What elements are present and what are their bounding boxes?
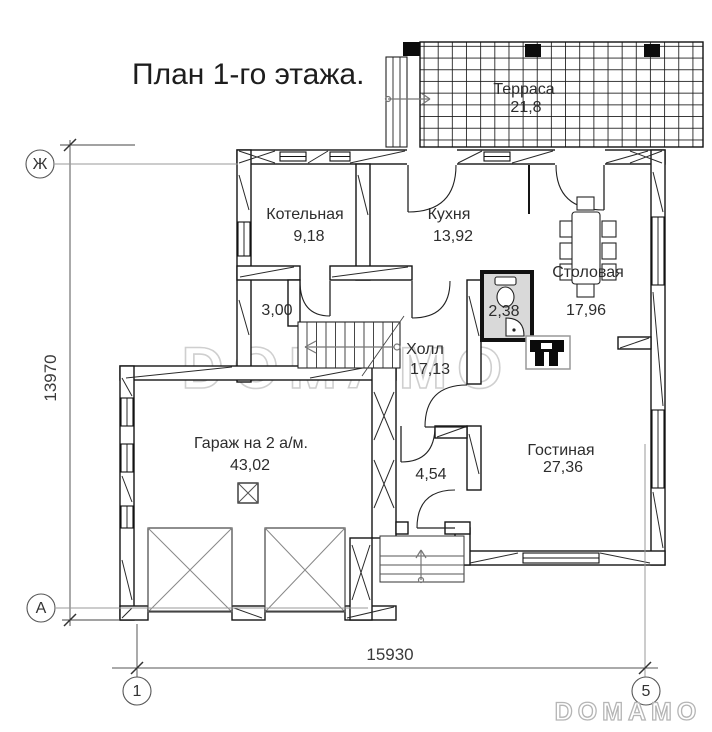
room-area-hall: 17,13	[410, 361, 450, 378]
door	[411, 280, 451, 319]
window	[329, 151, 351, 162]
dimension-width-label: 15930	[366, 645, 413, 664]
room-area-boiler: 9,18	[293, 228, 324, 245]
axis-label-5: 5	[642, 683, 651, 700]
window	[120, 505, 134, 529]
watermark-corner: DOMAMO	[555, 698, 702, 726]
window	[120, 443, 134, 473]
room-area-corridor: 4,54	[415, 466, 446, 483]
chair	[601, 263, 617, 281]
door	[416, 489, 456, 529]
wall-hatching	[121, 150, 664, 619]
stairs	[297, 315, 405, 377]
axis-markers: Ж А 1 5	[25, 149, 661, 706]
room-label-living: Гостиная	[527, 442, 594, 459]
toilet-icon	[494, 276, 517, 308]
room-label-dining: Столовая	[552, 264, 624, 281]
door	[299, 280, 331, 317]
room-labels: Терраса 21,8 Котельная 9,18 Кухня 13,92 …	[194, 81, 624, 483]
room-label-terrace: Терраса	[493, 81, 554, 98]
room-area-entry: 3,00	[261, 302, 292, 319]
dining-table	[559, 196, 617, 298]
column-icon	[525, 44, 541, 57]
room-area-terrace: 21,8	[510, 99, 541, 116]
room-label-boiler: Котельная	[266, 206, 343, 223]
window	[522, 552, 600, 564]
column-icon	[403, 42, 420, 56]
window	[279, 151, 307, 162]
room-area-dining: 17,96	[566, 302, 606, 319]
room-area-kitchen: 13,92	[433, 228, 473, 245]
table	[571, 211, 601, 285]
entrance-porch	[379, 535, 465, 584]
wc-room	[480, 270, 534, 342]
window	[651, 409, 665, 489]
chair	[601, 220, 617, 238]
stairs-direction-arrow	[304, 340, 401, 354]
garage-door-icon	[264, 527, 346, 613]
axis-label-a: А	[36, 600, 47, 617]
page-title: План 1-го этажа.	[132, 58, 364, 91]
door	[424, 384, 468, 428]
window	[483, 151, 511, 162]
garage-door-icon	[147, 527, 233, 613]
chair	[576, 283, 595, 298]
chair	[576, 196, 595, 211]
window	[120, 397, 134, 427]
porch-direction-arrow	[415, 549, 427, 584]
dimension-bottom: 15930	[112, 444, 658, 677]
terrace-steps	[384, 56, 431, 148]
windows	[120, 151, 665, 564]
door	[555, 164, 605, 211]
door	[400, 425, 436, 463]
room-label-kitchen: Кухня	[428, 206, 471, 223]
room-area-living: 27,36	[543, 459, 583, 476]
axis-label-zh: Ж	[33, 156, 48, 173]
garage-items	[147, 482, 346, 613]
doors	[299, 164, 605, 529]
terrace	[384, 41, 704, 148]
room-label-garage: Гараж на 2 а/м.	[194, 435, 308, 452]
chair	[601, 242, 617, 260]
column-icon	[237, 482, 259, 504]
room-area-wc: 2,38	[488, 303, 519, 320]
fireplace-icon	[525, 335, 571, 370]
room-area-garage: 43,02	[230, 457, 270, 474]
steps-direction-arrow	[384, 92, 431, 106]
dimension-left: 13970	[41, 138, 135, 627]
axis-label-1: 1	[133, 683, 142, 700]
door	[407, 164, 457, 213]
column-icon	[644, 44, 660, 57]
dimension-height-label: 13970	[41, 354, 60, 401]
window	[651, 216, 665, 286]
window	[237, 221, 251, 257]
sink-icon	[505, 317, 525, 337]
room-label-hall: Холл	[406, 341, 444, 358]
